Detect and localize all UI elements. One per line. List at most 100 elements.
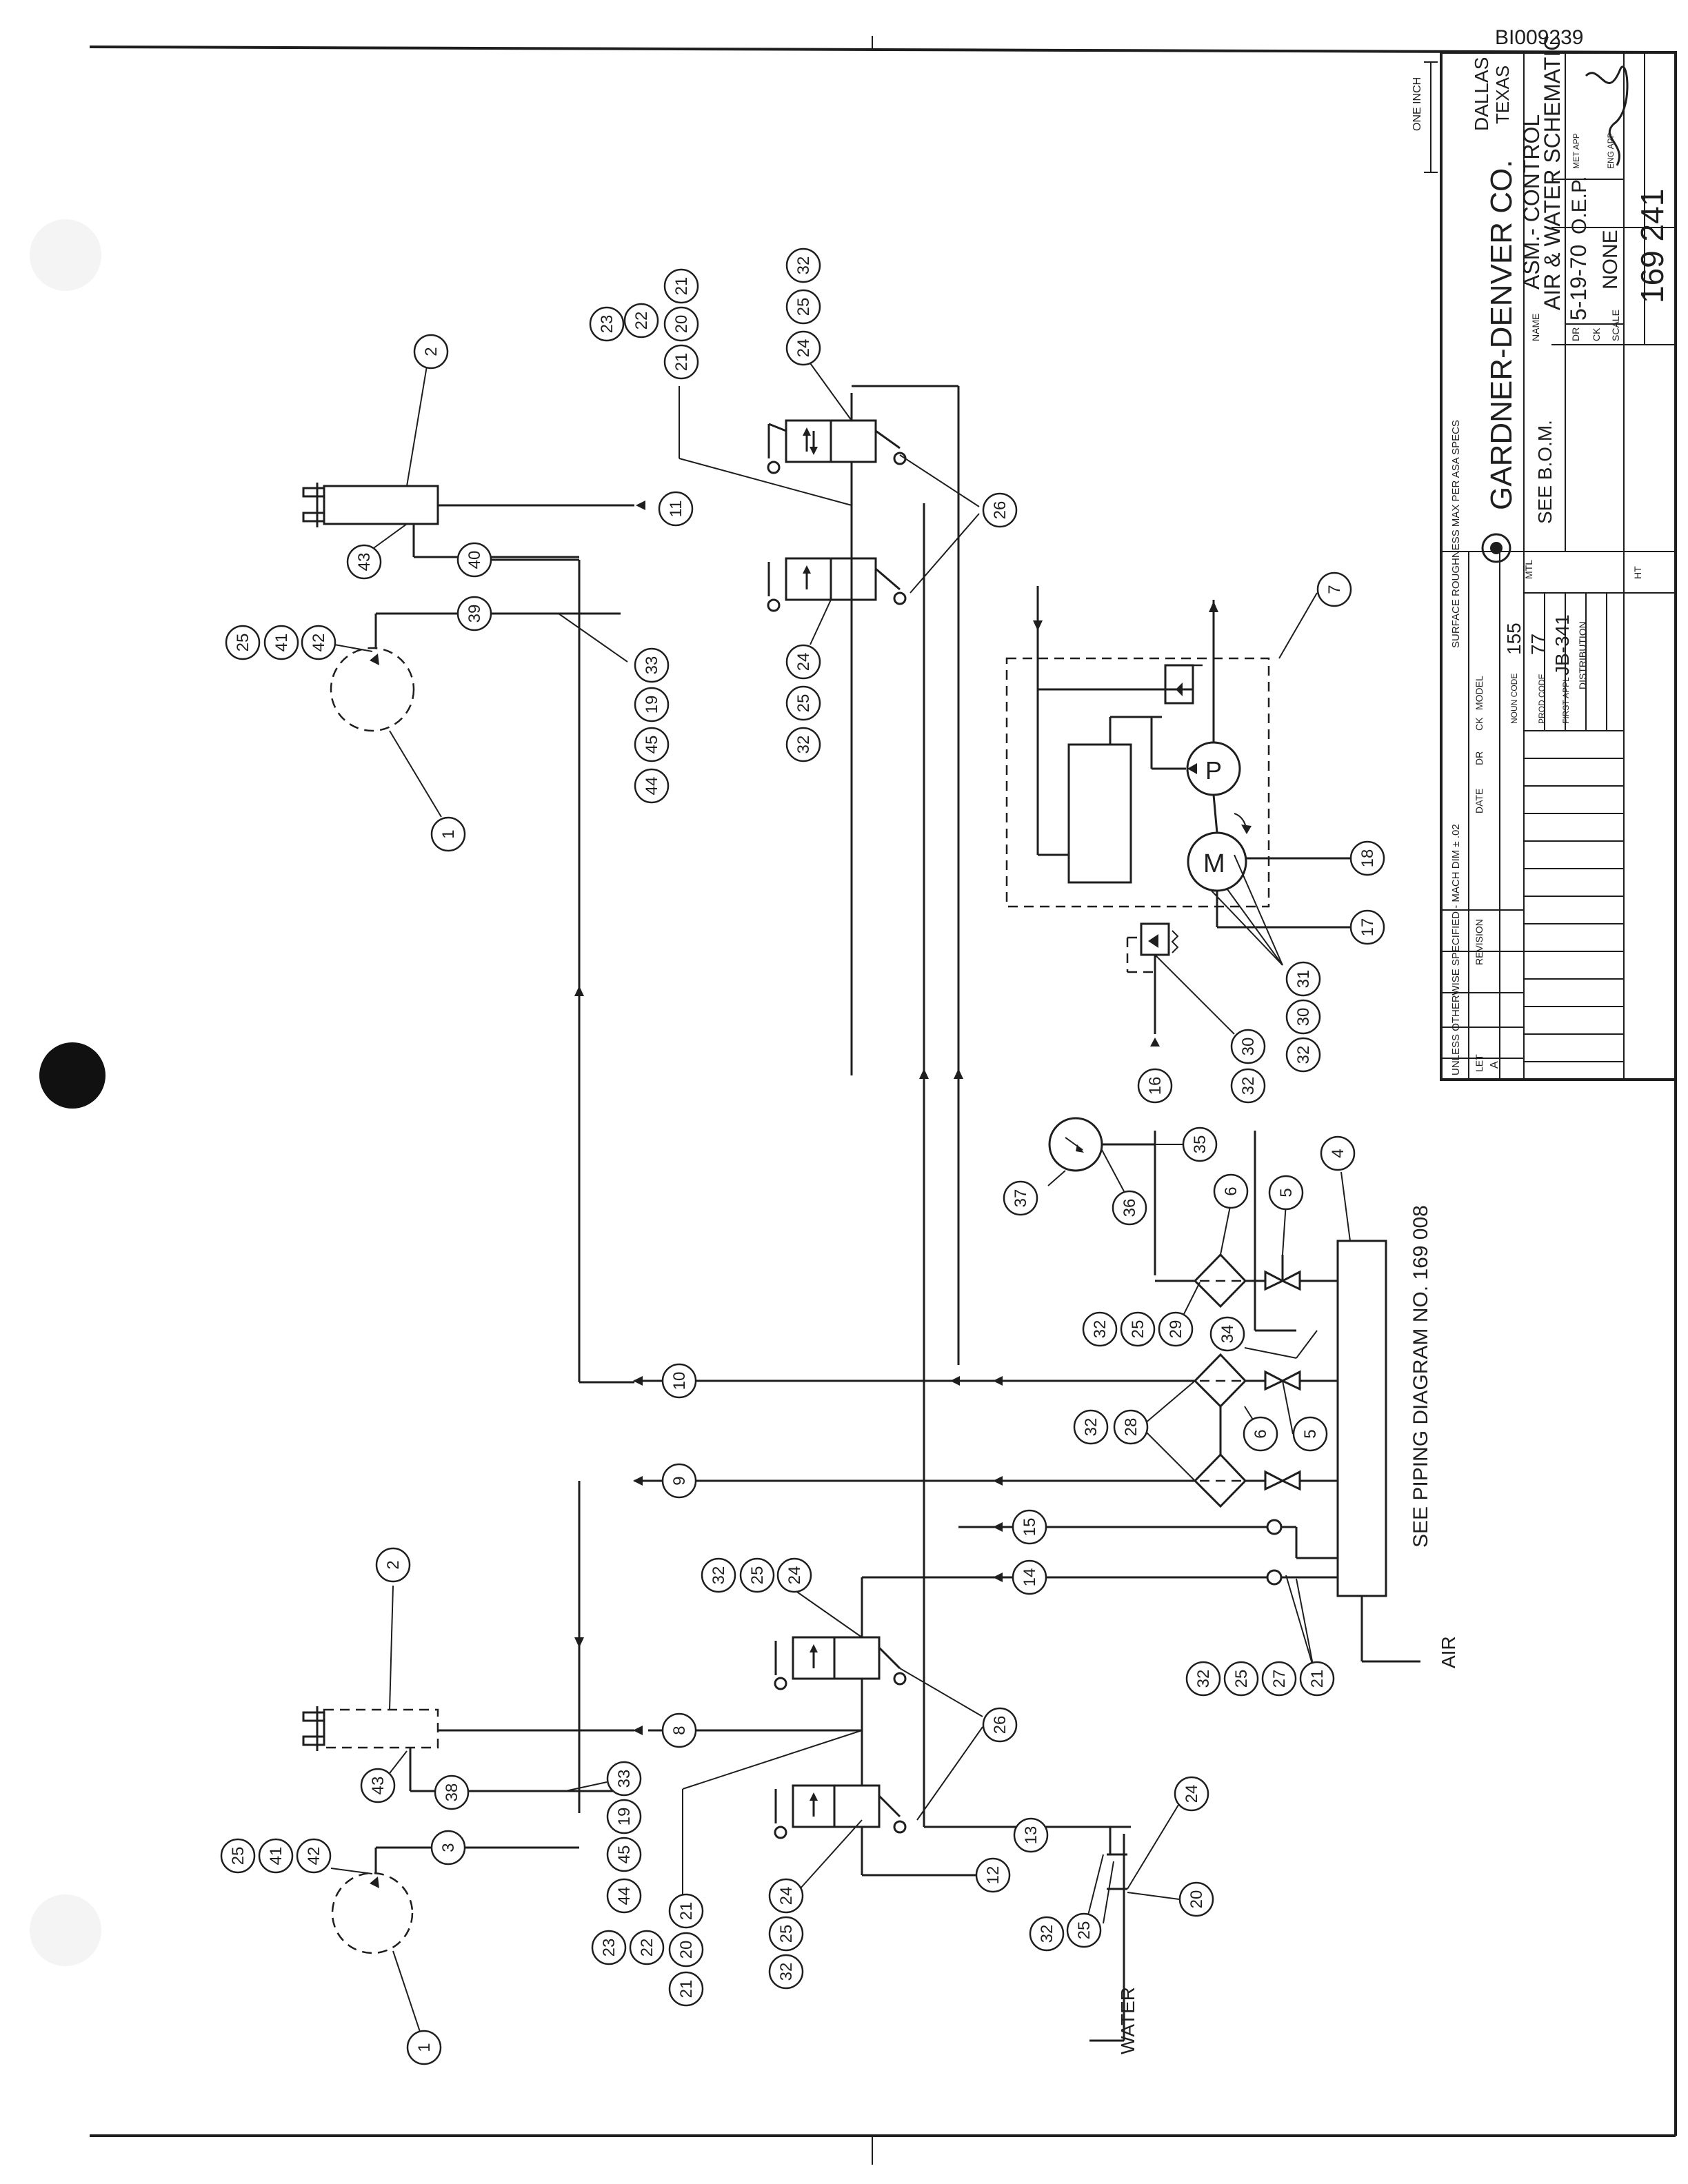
balloon: 25	[225, 625, 261, 660]
svg-text:41: 41	[267, 1847, 285, 1866]
svg-text:43: 43	[369, 1777, 388, 1795]
balloon: 23	[589, 306, 625, 342]
svg-text:20: 20	[672, 315, 691, 334]
ck-column-label: CK	[1474, 717, 1485, 731]
balloon: 14	[1012, 1559, 1047, 1595]
svg-text:29: 29	[1167, 1320, 1185, 1339]
balloon: 22	[629, 1930, 665, 1965]
svg-text:25: 25	[229, 1847, 248, 1866]
svg-text:32: 32	[710, 1566, 728, 1585]
mtl-value: SEE B.O.M.	[1534, 420, 1556, 524]
balloon: 10	[661, 1363, 697, 1399]
svg-text:30: 30	[1239, 1038, 1258, 1056]
svg-text:32: 32	[1239, 1077, 1258, 1095]
date-label: DATE	[1474, 789, 1485, 813]
svg-text:41: 41	[272, 634, 291, 652]
document-id: BI009239	[1495, 26, 1583, 49]
svg-text:24: 24	[785, 1566, 804, 1585]
svg-text:40: 40	[465, 551, 484, 569]
frame-top-line	[89, 46, 1676, 54]
balloon: 25	[785, 289, 821, 325]
svg-text:36: 36	[1121, 1199, 1139, 1217]
svg-text:25: 25	[1232, 1670, 1251, 1688]
balloon: 20	[1178, 1881, 1214, 1917]
balloon: 32	[1029, 1916, 1065, 1952]
balloon: 12	[975, 1857, 1011, 1893]
svg-text:5: 5	[1277, 1188, 1296, 1197]
check-valve-14	[1266, 1569, 1283, 1586]
svg-text:26: 26	[991, 1716, 1009, 1735]
shutoff-valve-c	[1264, 1470, 1285, 1491]
piping-diagram-note: SEE PIPING DIAGRAM NO. 169 008	[1409, 1205, 1432, 1548]
drawing-name-line2: AIR & WATER SCHEMATIC	[1540, 35, 1565, 310]
balloon: 28	[1113, 1409, 1149, 1445]
svg-text:1: 1	[415, 2043, 434, 2052]
noun-code-value: 155	[1503, 623, 1525, 655]
svg-text:14: 14	[1021, 1568, 1039, 1587]
lower-section	[302, 1577, 1187, 2042]
svg-text:18: 18	[1358, 849, 1377, 868]
svg-text:21: 21	[1308, 1670, 1327, 1688]
svg-text:25: 25	[1129, 1320, 1147, 1339]
balloon: 27	[1261, 1661, 1297, 1697]
svg-text:7: 7	[1325, 585, 1344, 594]
balloon: 11	[658, 491, 694, 527]
svg-text:23: 23	[600, 1939, 619, 1957]
surface-roughness-note: SURFACE ROUGHNESS MAX PER ASA SPECS	[1450, 420, 1462, 648]
check-valve-15	[1266, 1519, 1283, 1535]
svg-text:9: 9	[670, 1476, 689, 1485]
title-block: ONE INCH GARDNER-DENVER CO. DALLAS TEXAS…	[1411, 35, 1677, 1081]
balloon: 32	[768, 1954, 804, 1990]
distribution-label: DISTRIBUTION	[1577, 621, 1588, 689]
company-name: GARDNER-DENVER CO.	[1485, 160, 1518, 511]
ink-blot	[39, 1042, 106, 1109]
svg-text:12: 12	[984, 1866, 1003, 1885]
motor-label: M	[1203, 849, 1225, 878]
svg-text:13: 13	[1022, 1826, 1041, 1845]
svg-text:32: 32	[1294, 1046, 1313, 1064]
svg-text:22: 22	[632, 312, 651, 330]
balloon: 42	[296, 1838, 332, 1874]
balloon: 25	[739, 1557, 775, 1593]
balloon: 25	[785, 685, 821, 721]
balloon: 24	[785, 644, 821, 680]
svg-text:15: 15	[1021, 1518, 1039, 1537]
svg-text:8: 8	[670, 1726, 689, 1735]
model-label: MODEL	[1474, 676, 1485, 710]
balloon: 24	[785, 330, 821, 366]
dr-date: 5-19-70	[1566, 245, 1591, 321]
balloon: 43	[346, 544, 382, 580]
scale-label: SCALE	[1610, 310, 1621, 341]
svg-text:25: 25	[1075, 1921, 1094, 1940]
balloon: 45	[634, 727, 670, 762]
let-label: LET	[1474, 1054, 1485, 1072]
name-label: NAME	[1530, 314, 1541, 341]
prod-code-label: PROD CODE	[1537, 674, 1547, 724]
svg-text:21: 21	[677, 1902, 696, 1921]
svg-text:32: 32	[1091, 1320, 1109, 1339]
balloon: 42	[301, 625, 336, 660]
shutoff-valve-a	[1264, 1270, 1285, 1291]
balloon: 26	[982, 1707, 1018, 1743]
balloon: 41	[258, 1838, 294, 1874]
balloon: 16	[1137, 1068, 1173, 1104]
scale-value: NONE	[1599, 230, 1622, 290]
svg-text:17: 17	[1358, 918, 1377, 937]
svg-text:24: 24	[1183, 1785, 1201, 1803]
revision-label: REVISION	[1474, 919, 1485, 965]
balloon: 21	[1299, 1661, 1335, 1697]
approval-signature	[1585, 65, 1629, 166]
balloon: 29	[1158, 1311, 1194, 1347]
balloon: 43	[360, 1768, 396, 1803]
svg-text:44: 44	[615, 1887, 634, 1905]
svg-text:42: 42	[305, 1847, 323, 1866]
svg-text:20: 20	[677, 1941, 696, 1959]
svg-text:16: 16	[1146, 1077, 1165, 1095]
balloon: 1	[430, 816, 466, 852]
balloon: 25	[1223, 1661, 1259, 1697]
balloon: 26	[982, 492, 1018, 528]
shutoff-valve-b	[1264, 1370, 1285, 1391]
svg-text:21: 21	[672, 353, 691, 372]
pump-label: P	[1205, 756, 1222, 785]
reservoir-tank	[1067, 743, 1132, 884]
